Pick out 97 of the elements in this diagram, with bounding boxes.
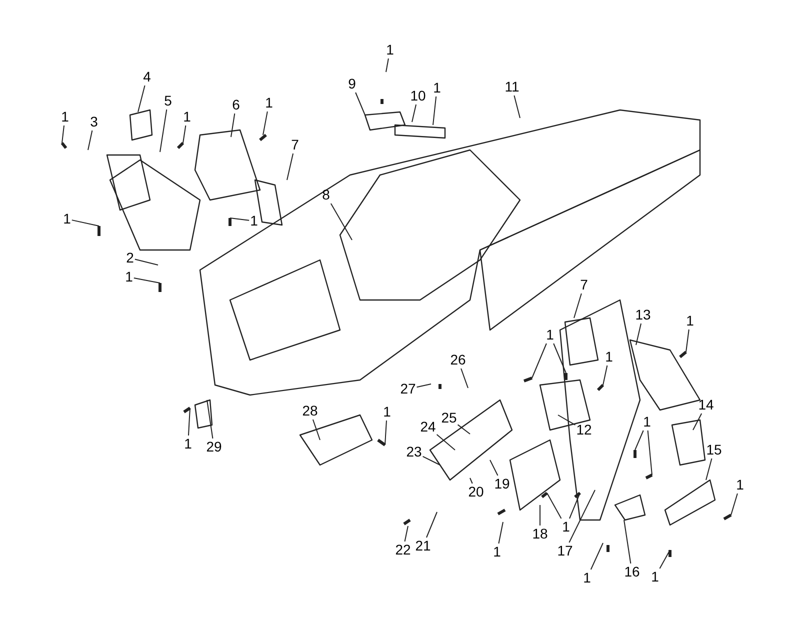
leader-line bbox=[470, 478, 473, 484]
leader-line bbox=[384, 420, 387, 446]
callout-number: 25 bbox=[441, 410, 457, 426]
callout-number: 13 bbox=[635, 308, 651, 322]
callout-number: 1 bbox=[250, 214, 258, 228]
callout-number: 1 bbox=[736, 478, 744, 492]
leader-line bbox=[569, 492, 580, 519]
leader-line bbox=[355, 92, 366, 116]
callout-number: 2 bbox=[126, 250, 134, 266]
callout-number: 9 bbox=[348, 76, 356, 92]
leader-line bbox=[134, 258, 158, 266]
callout-number: 16 bbox=[624, 564, 640, 580]
leader-line bbox=[386, 58, 389, 72]
callout-number: 1 bbox=[265, 96, 273, 110]
callout-number: 19 bbox=[494, 476, 510, 492]
leader-line bbox=[706, 458, 712, 480]
callout-number: 10 bbox=[410, 88, 426, 104]
callout-number: 1 bbox=[605, 350, 613, 364]
callout-number: 1 bbox=[383, 404, 391, 420]
callout-number: 27 bbox=[400, 382, 416, 396]
leader-line bbox=[422, 456, 440, 466]
callout-number: 14 bbox=[698, 398, 714, 412]
leader-line bbox=[138, 85, 146, 112]
callout-number: 1 bbox=[546, 328, 554, 342]
callout-number: 24 bbox=[420, 420, 436, 434]
leader-line bbox=[230, 218, 250, 221]
leader-line bbox=[206, 400, 214, 439]
leader-line bbox=[182, 125, 186, 144]
callout-number: 29 bbox=[206, 440, 222, 454]
leader-line bbox=[71, 220, 100, 226]
leader-line bbox=[262, 111, 268, 136]
leader-line bbox=[160, 109, 168, 152]
leader-line bbox=[636, 323, 642, 346]
callout-number: 12 bbox=[576, 422, 592, 438]
leader-line bbox=[514, 95, 520, 118]
leader-line bbox=[686, 329, 690, 352]
callout-number: 1 bbox=[125, 270, 133, 284]
leader-line bbox=[432, 96, 437, 126]
leader-line bbox=[286, 153, 294, 180]
callout-number: 11 bbox=[504, 80, 520, 94]
leader-line bbox=[647, 430, 652, 476]
callout-number: 18 bbox=[532, 526, 548, 542]
leader-line bbox=[490, 460, 498, 476]
callout-number: 1 bbox=[643, 414, 651, 430]
callout-number: 1 bbox=[61, 110, 69, 124]
callout-number: 1 bbox=[493, 544, 501, 560]
callout-number: 3 bbox=[90, 114, 98, 130]
leader-line bbox=[590, 542, 604, 570]
leader-line bbox=[88, 130, 93, 150]
callout-number: 8 bbox=[322, 188, 330, 202]
callout-number: 1 bbox=[63, 212, 71, 226]
callout-number: 1 bbox=[651, 570, 659, 584]
leader-line bbox=[416, 384, 432, 388]
callout-number: 1 bbox=[583, 570, 591, 586]
callout-number: 21 bbox=[415, 538, 431, 554]
callout-number: 20 bbox=[468, 484, 484, 500]
callout-number: 6 bbox=[232, 98, 240, 112]
leader-line bbox=[568, 490, 596, 543]
leader-line bbox=[692, 413, 702, 430]
callout-number: 4 bbox=[143, 70, 151, 84]
leader-line bbox=[404, 526, 408, 542]
callout-number: 1 bbox=[183, 110, 191, 124]
callout-number: 1 bbox=[433, 80, 441, 96]
leader-line bbox=[553, 343, 566, 374]
leader-line bbox=[460, 368, 468, 388]
leader-line bbox=[558, 414, 576, 426]
callout-number: 1 bbox=[562, 520, 570, 534]
callout-number: 23 bbox=[406, 444, 422, 460]
leader-line bbox=[426, 512, 438, 538]
leader-line bbox=[498, 522, 504, 544]
leader-line bbox=[188, 408, 190, 436]
callout-number: 22 bbox=[395, 542, 411, 558]
callout-number: 28 bbox=[302, 404, 318, 418]
callout-number: 5 bbox=[164, 94, 172, 108]
callout-number: 26 bbox=[450, 352, 466, 368]
leader-line bbox=[574, 293, 582, 318]
leader-line bbox=[602, 365, 608, 386]
leader-line bbox=[133, 277, 160, 284]
leader-line bbox=[730, 493, 738, 516]
leader-line bbox=[546, 492, 562, 519]
callout-number: 1 bbox=[184, 436, 192, 452]
leader-line bbox=[624, 520, 632, 564]
callout-number: 7 bbox=[580, 278, 588, 292]
leader-line bbox=[312, 419, 320, 440]
callout-number: 17 bbox=[557, 544, 573, 558]
leader-line bbox=[659, 550, 670, 569]
callout-number: 7 bbox=[291, 138, 299, 152]
callout-number: 15 bbox=[706, 442, 722, 458]
leader-line bbox=[634, 430, 644, 450]
leader-line bbox=[532, 343, 547, 378]
leader-line bbox=[62, 125, 65, 144]
leader-line bbox=[436, 434, 456, 450]
leader-line bbox=[412, 104, 417, 122]
leader-line bbox=[230, 113, 236, 138]
leader-line bbox=[457, 424, 470, 434]
callout-number: 1 bbox=[386, 42, 394, 58]
callout-number: 1 bbox=[686, 314, 694, 328]
